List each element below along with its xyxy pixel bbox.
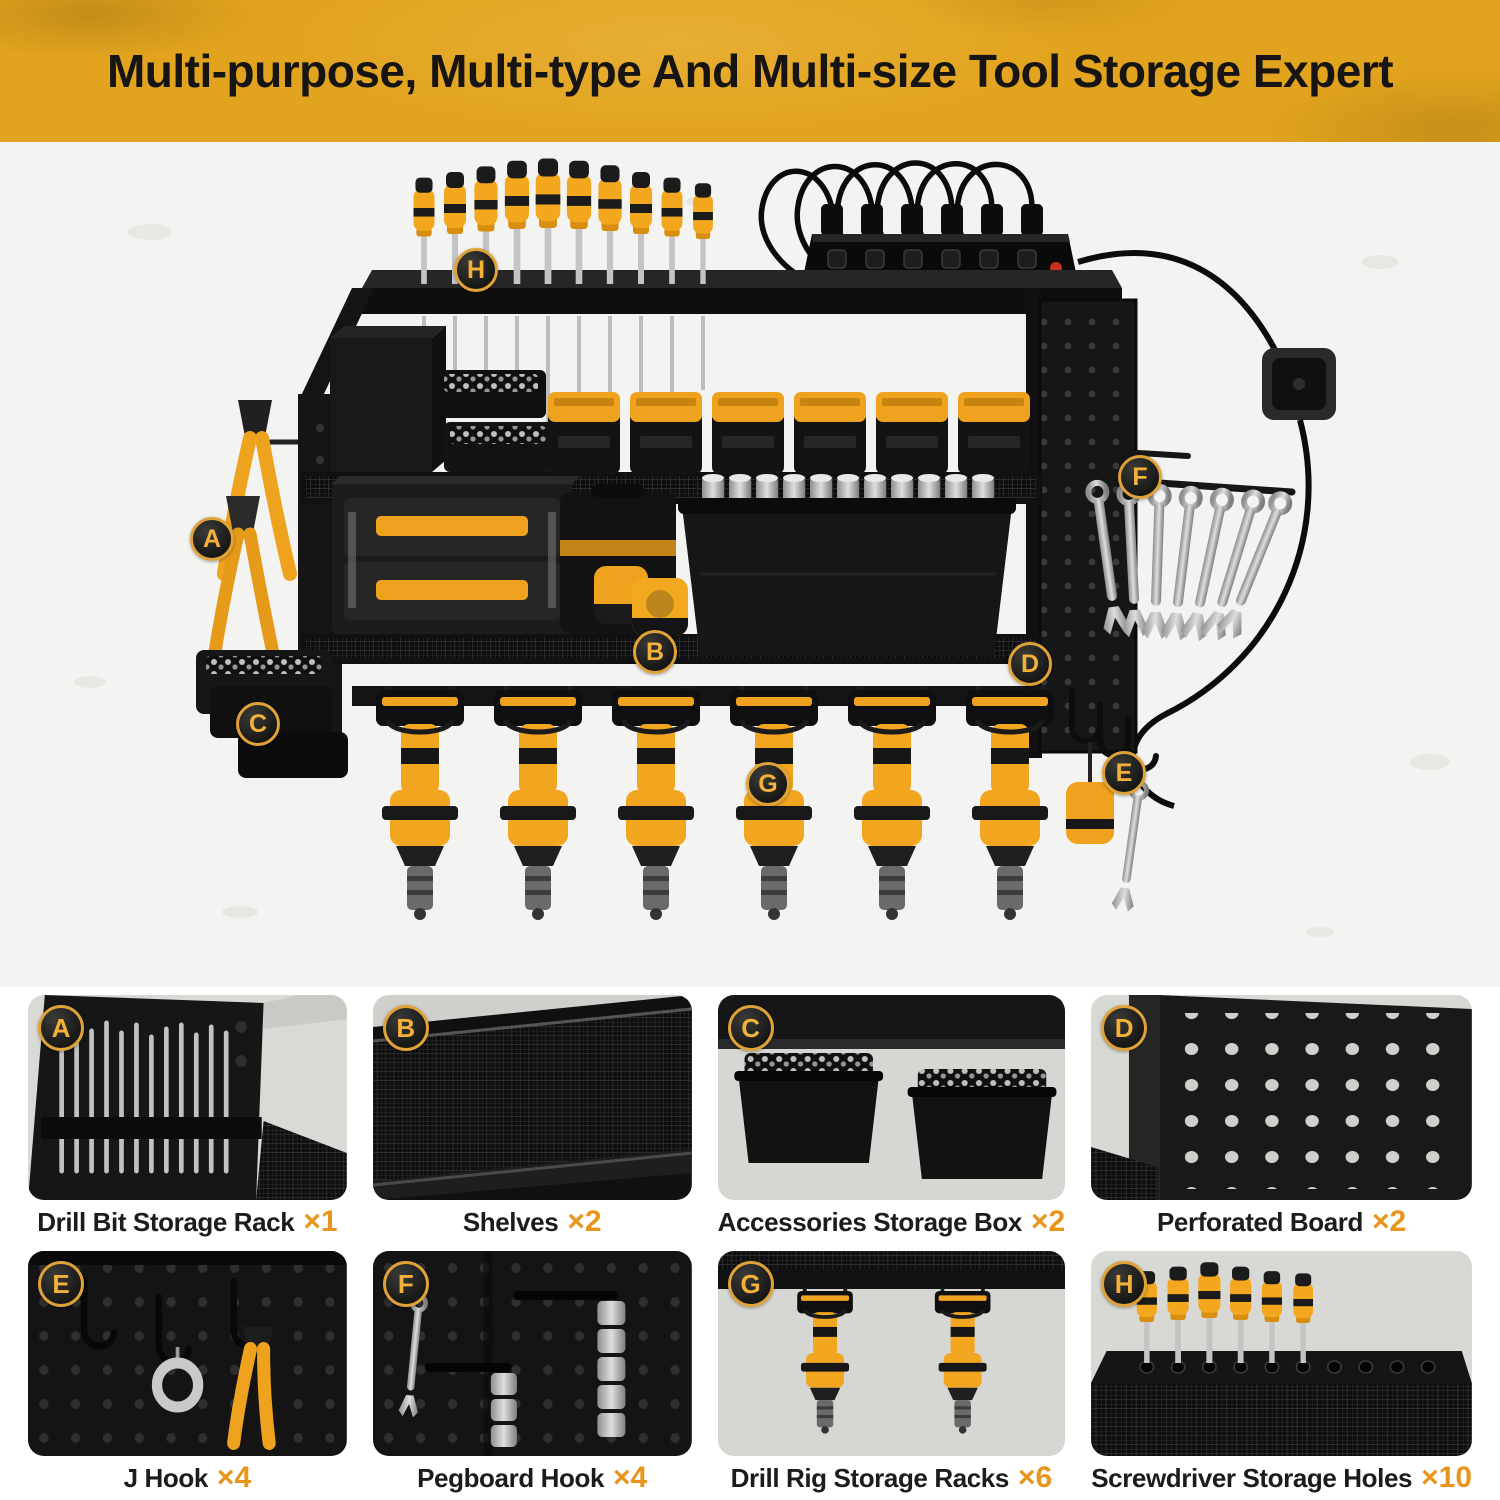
drill-rig-racks-photo [717, 1250, 1066, 1456]
screwdriver-holes-photo [1091, 1250, 1472, 1456]
feature-caption: Screwdriver Storage Holes ×10 [1091, 1461, 1472, 1495]
feature-name: Pegboard Hook [417, 1462, 605, 1493]
callout-badge-g: G [727, 1260, 774, 1307]
hero-section: A B C D E F G H [0, 142, 1500, 987]
right-pegboard [1038, 298, 1138, 754]
callout-badge-e: E [1102, 751, 1146, 795]
drawer-cabinet [332, 476, 580, 634]
callout-badge-h: H [454, 248, 498, 292]
feature-name: J Hook [123, 1462, 209, 1493]
callout-letter: G [740, 1268, 761, 1299]
callout-badge-c: C [727, 1005, 774, 1051]
feature-count: ×4 [216, 1460, 252, 1494]
feature-name: Drill Bit Storage Rack [37, 1207, 295, 1237]
callout-letter: B [645, 637, 665, 666]
feature-card-screwdriver-holes: H Screwdriver Storage Holes ×10 [1091, 1250, 1472, 1497]
callout-letter: F [1132, 462, 1148, 491]
feature-card-pegboard-hook: F Pegboard Hook ×4 [372, 1250, 692, 1497]
feature-photo-b: B [372, 995, 692, 1200]
drill-row [376, 686, 1054, 920]
pliers [207, 400, 298, 665]
perforated-board-photo [1091, 995, 1472, 1200]
battery-row [548, 392, 1030, 474]
callout-letter: A [51, 1013, 71, 1043]
feature-count: ×1 [303, 1205, 338, 1238]
feature-card-perforated-board: D Perforated Board ×2 [1091, 995, 1472, 1241]
left-bin [196, 650, 348, 778]
feature-caption: Pegboard Hook ×4 [373, 1461, 692, 1495]
callout-letter: H [1114, 1268, 1134, 1299]
feature-count: ×2 [1371, 1205, 1407, 1238]
feature-name: Screwdriver Storage Holes [1091, 1462, 1413, 1493]
callout-letter: E [52, 1268, 70, 1299]
feature-caption: Perforated Board ×2 [1091, 1205, 1472, 1239]
callout-letter: C [741, 1013, 760, 1043]
page-title: Multi-purpose, Multi-type And Multi-size… [106, 45, 1394, 97]
callout-letter: C [248, 709, 268, 738]
callout-badge-a: A [190, 517, 234, 561]
feature-card-j-hook: E J Hook ×4 [28, 1250, 347, 1497]
callout-badge-c: C [236, 702, 280, 746]
tape-measures [594, 566, 688, 636]
feature-card-drill-rig-racks: G Drill Rig Storage Racks ×6 [717, 1250, 1066, 1497]
feature-caption: Drill Rig Storage Racks ×6 [718, 1461, 1066, 1495]
tool-rack-illustration [74, 158, 1450, 937]
feature-photo-e: E [28, 1250, 347, 1456]
feature-photo-g: G [717, 1250, 1066, 1456]
feature-count: ×6 [1017, 1460, 1053, 1494]
accessories-box-photo [717, 995, 1066, 1200]
feature-count: ×4 [613, 1460, 648, 1494]
feature-card-accessories-box: C Accessories Storage Box ×2 [717, 995, 1066, 1241]
feature-card-drill-bit-rack: A Drill Bit Storage Rack ×1 [28, 995, 347, 1241]
feature-caption: Drill Bit Storage Rack ×1 [28, 1205, 347, 1239]
socket-bin [678, 474, 1016, 656]
feature-caption: Shelves ×2 [373, 1205, 692, 1239]
callout-badge-b: B [382, 1005, 429, 1051]
feature-photo-f: F [372, 1250, 692, 1456]
feature-count: ×2 [1030, 1205, 1066, 1238]
callout-badge-d: D [1008, 642, 1052, 686]
feature-count: ×2 [567, 1205, 602, 1238]
wrench-rack [1052, 445, 1296, 642]
feature-photo-a: A [28, 995, 347, 1200]
header-banner: Multi-purpose, Multi-type And Multi-size… [0, 0, 1500, 142]
j-hook-photo [28, 1250, 347, 1456]
feature-caption: Accessories Storage Box ×2 [718, 1205, 1066, 1239]
feature-card-shelves: B Shelves ×2 [372, 995, 692, 1241]
callout-badge-f: F [382, 1260, 429, 1307]
feature-photo-d: D [1091, 995, 1472, 1200]
feature-name: Accessories Storage Box [717, 1207, 1023, 1237]
callout-badge-a: A [38, 1005, 84, 1051]
hanging-tool [1066, 742, 1151, 912]
feature-count: ×10 [1421, 1460, 1472, 1494]
callout-badge-h: H [1101, 1260, 1148, 1307]
feature-photo-h: H [1091, 1250, 1472, 1456]
callout-letter: G [758, 769, 778, 798]
feature-name: Drill Rig Storage Racks [730, 1462, 1010, 1493]
small-parts-boxes [330, 326, 554, 472]
plugs [821, 204, 1043, 236]
feature-name: Perforated Board [1156, 1207, 1363, 1237]
feature-photo-c: C [717, 995, 1066, 1200]
callout-badge-b: B [633, 630, 677, 674]
callout-letter: D [1020, 649, 1040, 678]
callout-badge-e: E [38, 1260, 84, 1307]
features-grid: A Drill Bit Storage Rack ×1 B [0, 987, 1500, 1500]
wall-outlet [1077, 250, 1336, 809]
callout-badge-g: G [746, 762, 790, 806]
callout-badge-f: F [1118, 455, 1162, 499]
callout-letter: B [396, 1013, 416, 1043]
callout-letter: F [397, 1268, 414, 1299]
callout-letter: E [1115, 758, 1133, 787]
callout-letter: A [202, 524, 222, 553]
callout-letter: H [466, 255, 486, 284]
callout-badge-d: D [1101, 1005, 1148, 1051]
callout-letter: D [1114, 1013, 1134, 1043]
feature-caption: J Hook ×4 [28, 1461, 347, 1495]
feature-name: Shelves [462, 1207, 559, 1237]
